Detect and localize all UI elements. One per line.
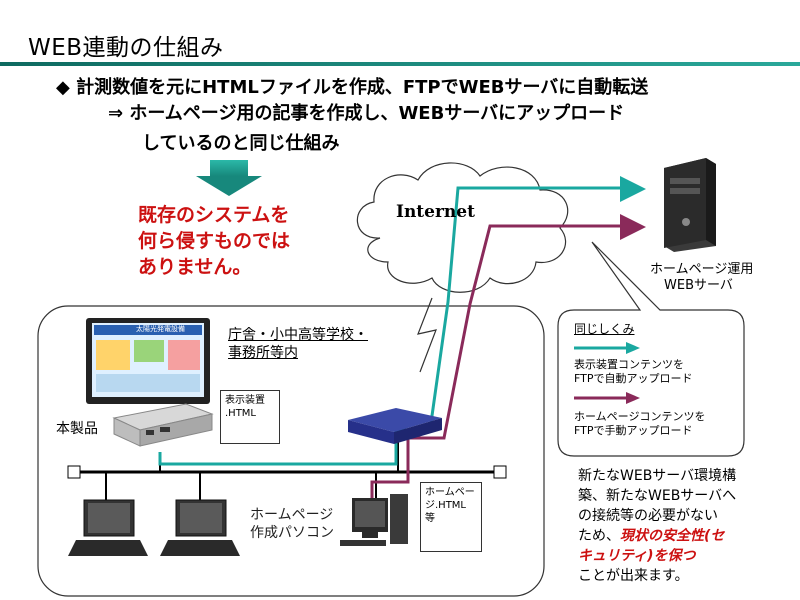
- red-message-line-2: 何ら侵すものでは: [138, 230, 291, 252]
- legend-item-auto-line-2: FTPで自動アップロード: [574, 372, 693, 385]
- server-icon: [664, 158, 716, 252]
- note-line-5: キュリティ)を保つ: [578, 546, 793, 566]
- legend-callout: [557, 241, 745, 457]
- product-box-line-1: 表示装置: [225, 395, 265, 406]
- site-boundary: [37, 305, 545, 597]
- internet-cloud: [356, 162, 569, 293]
- pc-html-box: ホームペー ジ.HTML 等: [420, 482, 482, 552]
- laptop-icon-2: [160, 499, 240, 556]
- note-line-1: 新たなWEBサーバ環境構: [578, 468, 737, 484]
- down-arrow-icon: [196, 160, 262, 196]
- right-note: 新たなWEBサーバ環境構 築、新たなWEBサーバへ の接続等の必要がない ため、…: [578, 466, 793, 586]
- bullet-line-2: ⇒ ホームページ用の記事を作成し、WEBサーバにアップロード: [108, 103, 625, 124]
- note-line-4a: ため、: [578, 528, 620, 544]
- router-icon: [348, 408, 442, 444]
- manual-upload-path: [370, 224, 632, 498]
- pc-box-line-3: 等: [425, 513, 435, 524]
- note-line-2: 築、新たなWEBサーバへ: [578, 488, 737, 504]
- product-device-icon: [112, 403, 214, 447]
- note-emphasis-2: キュリティ)を保つ: [578, 548, 696, 564]
- red-message-line-3: ありません。: [138, 256, 252, 278]
- red-message-line-1: 既存のシステムを: [138, 204, 290, 226]
- laptop-icon-1: [68, 499, 148, 556]
- product-box-line-2: .HTML: [225, 408, 257, 419]
- bullet-line-3: しているのと同じ仕組み: [142, 133, 340, 154]
- page-title: WEB連動の仕組み: [28, 35, 224, 61]
- pc-label: ホームページ 作成パソコン: [250, 506, 334, 542]
- internet-label: Internet: [396, 202, 475, 222]
- server-label: ホームページ運用 WEBサーバ: [650, 262, 753, 294]
- legend-item-manual: ホームページコンテンツを FTPで手動アップロード: [574, 410, 705, 438]
- pc-label-line-1: ホームページ: [250, 507, 334, 523]
- legend-item-auto-line-1: 表示装置コンテンツを: [574, 358, 684, 371]
- pc-box-line-1: ホームペー: [425, 487, 475, 498]
- red-message: 既存のシステムを 何ら侵すものでは ありません。: [138, 202, 290, 280]
- product-html-box: 表示装置 .HTML: [220, 390, 280, 444]
- site-label: 庁舎・小中高等学校・ 事務所等内: [228, 326, 368, 362]
- pc-label-line-2: 作成パソコン: [250, 525, 334, 541]
- site-label-line-1: 庁舎・小中高等学校・: [228, 327, 368, 343]
- legend-item-manual-line-2: FTPで手動アップロード: [574, 424, 693, 437]
- display-panel-title: 太陽光発電設備: [136, 325, 185, 333]
- legend-item-manual-line-1: ホームページコンテンツを: [574, 410, 706, 423]
- note-line-6: ことが出来ます。: [578, 568, 689, 584]
- bullet-line-1: ◆ 計測数値を元にHTMLファイルを作成、FTPでWEBサーバに自動転送: [56, 77, 649, 98]
- display-panel-icon: [86, 318, 210, 404]
- pc-box-line-2: ジ.HTML: [425, 500, 467, 511]
- title-rule: [0, 62, 800, 66]
- note-line-4: ため、現状の安全性(セ: [578, 526, 793, 546]
- legend-item-auto: 表示装置コンテンツを FTPで自動アップロード: [574, 358, 693, 386]
- product-label: 本製品: [56, 421, 98, 437]
- legend-title: 同じしくみ: [574, 322, 635, 336]
- site-label-line-2: 事務所等内: [228, 345, 298, 361]
- note-line-3: の接続等の必要がない: [578, 508, 718, 524]
- server-label-line-1: ホームページ運用: [650, 262, 754, 277]
- desktop-pc-icon: [340, 494, 408, 546]
- note-emphasis-1: 現状の安全性(セ: [620, 528, 725, 544]
- server-label-line-2: WEBサーバ: [664, 278, 733, 293]
